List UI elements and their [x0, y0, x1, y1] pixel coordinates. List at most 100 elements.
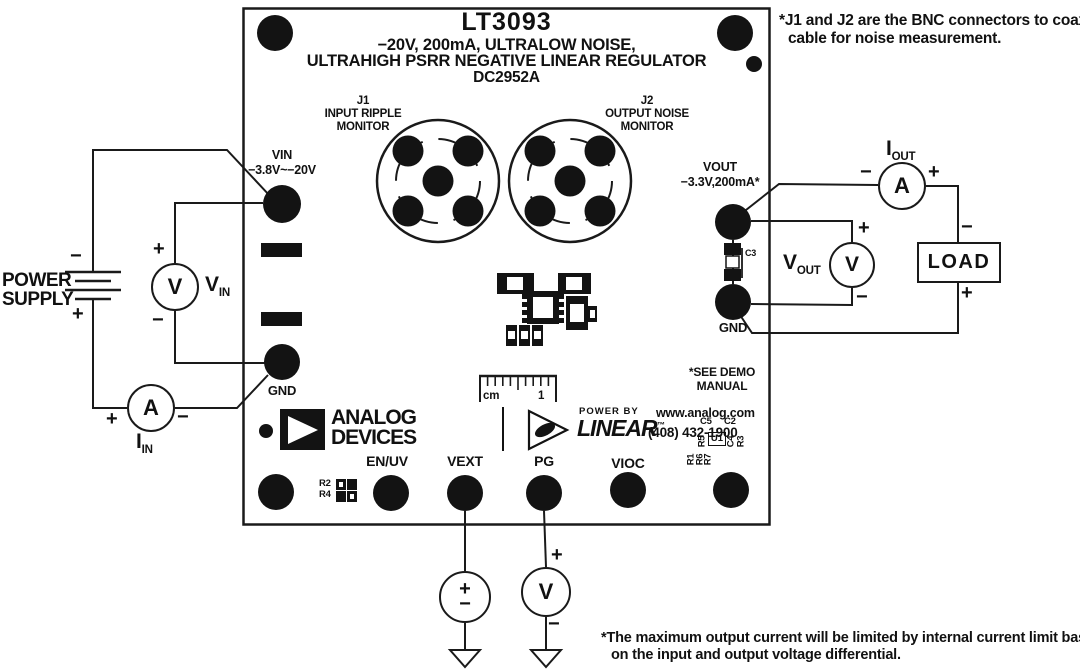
wire-vin-to-voltmeter [174, 202, 263, 263]
pin-label-enuv: EN/UV [366, 453, 408, 469]
vout-meter-label-sub: OUT [796, 265, 821, 278]
vin-pad-label: VIN −3.8V~−20V [232, 148, 332, 178]
j2-line1: OUTPUT NOISE [605, 108, 689, 120]
pad-vext [447, 475, 483, 511]
ref-r2: R2 [319, 478, 331, 489]
load-label: LOAD [927, 251, 991, 273]
linear-logo-mark [527, 409, 570, 451]
vin-meter-label-sub: IN [218, 287, 230, 300]
iout-ammeter: A [878, 162, 926, 210]
bnc-j2 [507, 118, 633, 244]
vin-name: VIN [271, 148, 293, 162]
cm-ruler [479, 374, 557, 402]
smd-component-cluster [497, 273, 597, 346]
power-supply-line2: SUPPLY [2, 289, 74, 310]
see-demo-line2: MANUAL [696, 379, 748, 393]
iin-meter-label-main: I [136, 430, 142, 453]
power-by-text: POWER BY [579, 406, 639, 417]
board-pads [263, 185, 751, 511]
board-subtitle-2: ULTRAHIGH PSRR NEGATIVE LINEAR REGULATOR [306, 52, 707, 70]
battery-symbol [65, 270, 121, 301]
bnc-note-line2: cable for noise measurement. [788, 30, 1002, 47]
ref-r7: R7 [702, 453, 714, 466]
wire-load-to-gnd [739, 283, 959, 334]
board-subtitle-3: DC2952A [473, 69, 540, 86]
vout-meter-label: VOUT [783, 251, 821, 277]
supply-plus-sign: + [72, 303, 84, 325]
vout-name: VOUT [703, 160, 737, 174]
vout-meter-plus-sign: + [858, 217, 870, 239]
pg-voltmeter-glyph: V [538, 579, 554, 604]
iout-meter-minus-sign: − [860, 161, 872, 183]
vin-voltmeter-glyph: V [167, 274, 183, 299]
iout-meter-label: IOUT [886, 137, 916, 164]
j2-ref: J2 [640, 95, 654, 107]
power-supply-label: POWER SUPPLY [2, 270, 74, 310]
iout-meter-label-sub: OUT [891, 151, 916, 164]
current-limit-note-line1: *The maximum output current will be limi… [601, 630, 1080, 646]
adi-logo-text-devices: DEVICES [331, 426, 417, 449]
ruler-unit-label: cm [483, 390, 500, 402]
supply-minus-sign: − [70, 245, 82, 267]
vout-meter-minus-sign: − [856, 286, 868, 308]
vin-meter-label-main: V [205, 273, 219, 296]
wire-pg-down [543, 510, 547, 568]
wire-voltmeter-to-gnd [174, 311, 265, 364]
vin-meter-label: VIN [205, 273, 230, 299]
j1-line1: INPUT RIPPLE [324, 108, 402, 120]
bnc-j1 [375, 118, 501, 244]
adi-logo-text-analog: ANALOG [331, 406, 417, 429]
j1-label: J1 INPUT RIPPLE MONITOR [313, 95, 413, 134]
adi-logo-mark [280, 407, 504, 451]
iout-ammeter-glyph: A [894, 173, 910, 198]
vext-source-plus-sign: + [459, 578, 471, 600]
gnd-left-label: GND [267, 383, 297, 398]
vin-meter-minus-sign: − [152, 309, 164, 331]
wiring-layer [92, 149, 959, 650]
vout-range: −3.3V,200mA* [680, 175, 760, 189]
c3-capacitor [724, 243, 743, 281]
ref-c5: C5 [700, 416, 712, 427]
wire-ammeter-to-gnd [175, 374, 269, 409]
iout-meter-plus-sign: + [928, 161, 940, 183]
ground-symbols [447, 649, 564, 669]
ref-u1: U1 [708, 432, 726, 446]
iin-meter-label: IIN [136, 430, 153, 456]
iin-meter-label-sub: IN [141, 444, 153, 457]
power-supply-line1: POWER [2, 270, 72, 291]
current-limit-note-line2: on the input and output voltage differen… [611, 647, 901, 663]
iin-ammeter-glyph: A [143, 395, 159, 420]
see-demo-line1: *SEE DEMO [688, 365, 756, 379]
vout-pad-label: VOUT −3.3V,200mA* [670, 160, 770, 190]
board-outline [242, 7, 771, 526]
bnc-note: *J1 and J2 are the BNC connectors to coa… [779, 12, 1080, 48]
wire-vout-to-vout-meter [751, 220, 853, 242]
mounting-holes [257, 15, 762, 510]
see-demo-manual-note: *SEE DEMO MANUAL [672, 365, 772, 393]
pad-vin [263, 185, 301, 223]
pad-vioc [610, 472, 646, 508]
pad-enuv [373, 475, 409, 511]
iout-meter-label-main: I [886, 137, 892, 160]
edge-bars [261, 243, 302, 326]
ground-symbol-pg [528, 649, 564, 669]
analog-url: www.analog.com [656, 406, 755, 420]
load-minus-sign: − [961, 216, 973, 238]
j2-line2: MONITOR [620, 121, 674, 133]
pad-vout [715, 204, 751, 240]
c3-ref-label: C3 [745, 248, 757, 258]
pg-meter-minus-sign: − [548, 613, 560, 635]
vout-meter-label-main: V [783, 251, 797, 274]
wire-vout-meter-to-gnd [750, 288, 853, 307]
iin-meter-minus-sign: − [177, 406, 189, 428]
j2-label: J2 OUTPUT NOISE MONITOR [597, 95, 697, 134]
wire-supply-neg-to-vin [92, 149, 271, 272]
linear-logo-text: LINEAR™ [577, 415, 665, 442]
iin-ammeter: A [127, 384, 175, 432]
linear-trademark: ™ [656, 420, 665, 430]
j1-line2: MONITOR [336, 121, 390, 133]
ref-r4: R4 [319, 489, 331, 500]
j1-ref: J1 [356, 95, 370, 107]
